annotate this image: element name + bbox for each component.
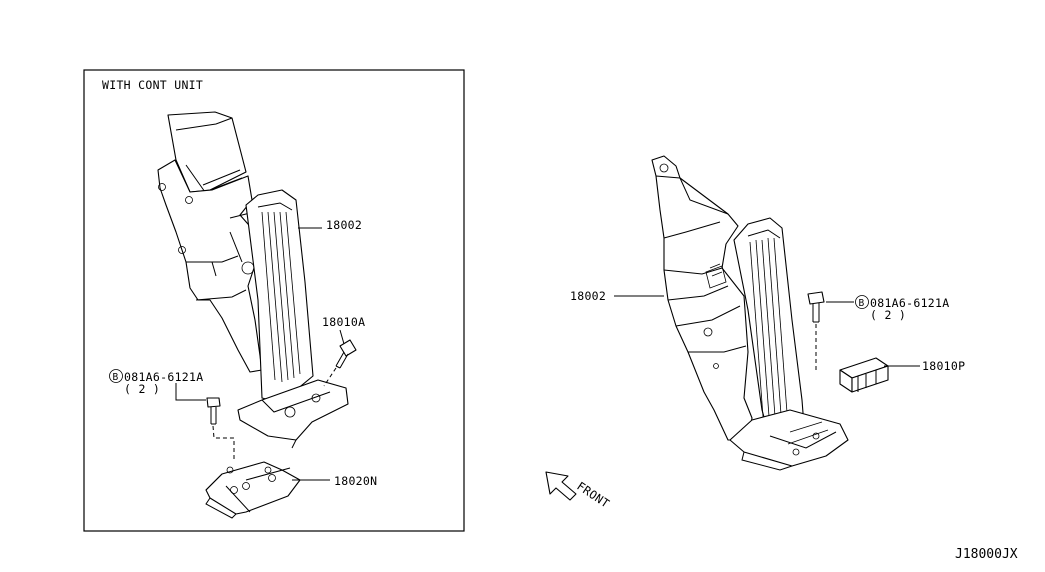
main-cover-18010P — [839, 357, 889, 393]
front-arrow-icon — [545, 471, 577, 501]
main-bolt-b-circle-icon — [855, 295, 869, 309]
main-pedal-assembly — [651, 155, 849, 471]
main-label-18002: 18002 — [570, 289, 606, 303]
inset-frame: WITH CONT UNIT — [83, 69, 465, 532]
inset-label-081A6: 081A6-6121A — [124, 370, 203, 384]
inset-bolt-18010A — [323, 339, 357, 387]
inset-label-18002: 18002 — [326, 218, 362, 232]
inset-label-qty: ( 2 ) — [124, 382, 160, 396]
main-bolt-081A6 — [807, 291, 825, 372]
inset-bolt-081A6 — [206, 397, 235, 460]
inset-title: WITH CONT UNIT — [102, 78, 203, 92]
inset-leader-081A6 — [175, 383, 206, 401]
main-bolt-b-letter: B — [859, 298, 865, 309]
inset-bolt-b-circle-icon — [109, 369, 123, 383]
inset-bracket-18020N — [205, 461, 301, 519]
main-label-18010P: 18010P — [922, 359, 965, 373]
inset-label-18020N: 18020N — [334, 474, 377, 488]
main-label-081A6: 081A6-6121A — [870, 296, 949, 310]
inset-bolt-b-letter: B — [113, 372, 119, 383]
inset-leader-18010A — [339, 329, 345, 345]
inset-pedal-assembly — [157, 111, 349, 449]
front-label: FRONT — [574, 479, 612, 511]
diagram-code: J18000JX — [955, 547, 1018, 562]
main-label-qty: ( 2 ) — [870, 308, 906, 322]
inset-label-18010A: 18010A — [322, 315, 365, 329]
